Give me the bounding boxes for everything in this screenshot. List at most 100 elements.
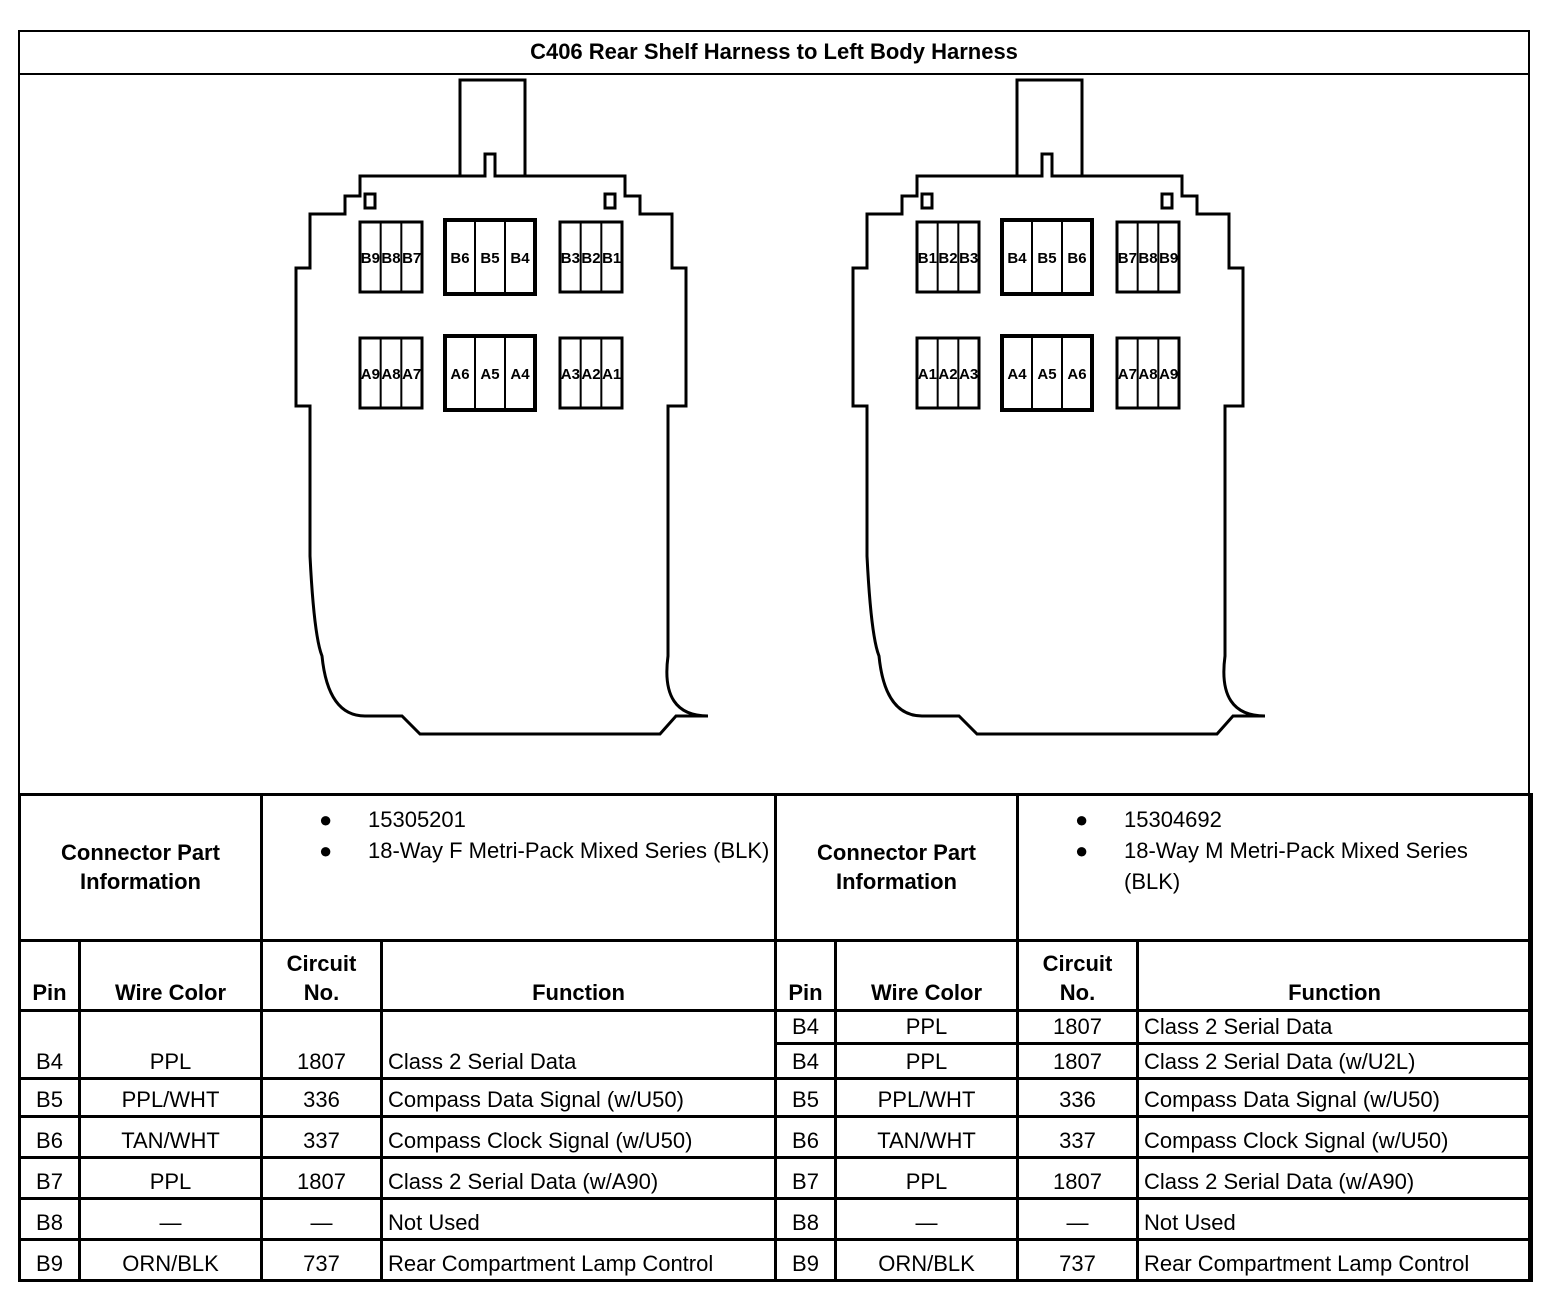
pin-cell: B6 <box>774 1115 837 1159</box>
circuit-cell: 337 <box>1016 1115 1139 1159</box>
pin-label: A3 <box>959 366 978 383</box>
function-cell: Compass Data Signal (w/U50) <box>380 1077 777 1118</box>
pin-cell: B7 <box>18 1156 81 1200</box>
cavity-block <box>1000 218 1094 296</box>
pin-label: B8 <box>381 250 400 267</box>
connector-right-outline <box>851 78 1266 736</box>
pin-label: B1 <box>918 250 937 267</box>
pin-label: B3 <box>561 250 580 267</box>
circuit-cell: 1807 <box>260 1009 383 1080</box>
left-header-circuit: Circuit No. <box>260 939 383 1012</box>
cavity-block <box>1115 220 1181 294</box>
pin-label: A6 <box>450 366 469 383</box>
pin-label: A2 <box>938 366 957 383</box>
pin-label: B6 <box>450 250 469 267</box>
cavity-block <box>1115 336 1181 410</box>
wire-color-cell: — <box>834 1197 1019 1241</box>
pin-label: B3 <box>959 250 978 267</box>
circuit-cell: 737 <box>1016 1238 1139 1282</box>
function-cell: Rear Compartment Lamp Control <box>1136 1238 1533 1282</box>
function-cell: Compass Clock Signal (w/U50) <box>380 1115 777 1159</box>
pin-cell: B8 <box>18 1197 81 1241</box>
pin-label: A8 <box>381 366 400 383</box>
pin-cell: B9 <box>18 1238 81 1282</box>
left-part-description: ●18-Way F Metri-Pack Mixed Series (BLK) <box>319 838 770 863</box>
pin-cell: B6 <box>18 1115 81 1159</box>
wire-color-cell: PPL <box>834 1042 1019 1080</box>
pin-cell: B4 <box>18 1009 81 1080</box>
circuit-cell: 1807 <box>1016 1042 1139 1080</box>
connector-left-outline <box>294 78 709 736</box>
cavity-block <box>443 218 537 296</box>
circuit-cell: 336 <box>260 1077 383 1118</box>
pin-label: B2 <box>938 250 957 267</box>
circuit-cell: 1807 <box>1016 1156 1139 1200</box>
cavity-block <box>1000 334 1094 412</box>
pin-cell: B8 <box>774 1197 837 1241</box>
left-part-info-list: ●15305201 ●18-Way F Metri-Pack Mixed Ser… <box>260 793 777 942</box>
circuit-cell: 737 <box>260 1238 383 1282</box>
cavity-block <box>558 336 624 410</box>
left-part-info-label: Connector Part Information <box>18 793 263 942</box>
right-part-number: ●15304692 <box>1075 807 1222 832</box>
cavity-block <box>443 334 537 412</box>
circuit-cell: — <box>260 1197 383 1241</box>
cavity-block <box>358 336 424 410</box>
pin-cell: B4 <box>774 1009 837 1045</box>
pin-label: A4 <box>1007 366 1027 383</box>
circuit-cell: 1807 <box>260 1156 383 1200</box>
function-cell: Class 2 Serial Data <box>380 1009 777 1080</box>
pin-label: A5 <box>480 366 499 383</box>
right-header-circuit: Circuit No. <box>1016 939 1139 1012</box>
pin-label: A7 <box>1118 366 1137 383</box>
pin-label: A1 <box>602 366 621 383</box>
function-cell: Not Used <box>380 1197 777 1241</box>
pin-label: A3 <box>561 366 580 383</box>
circuit-cell: 336 <box>1016 1077 1139 1118</box>
wire-color-cell: TAN/WHT <box>78 1115 263 1159</box>
wire-color-cell: — <box>78 1197 263 1241</box>
wire-color-cell: PPL <box>834 1156 1019 1200</box>
function-cell: Class 2 Serial Data (w/A90) <box>1136 1156 1533 1200</box>
pin-label: A8 <box>1138 366 1157 383</box>
pin-cell: B5 <box>774 1077 837 1118</box>
left-header-pin: Pin <box>18 939 81 1012</box>
pin-label: B8 <box>1138 250 1157 267</box>
pin-label: A6 <box>1067 366 1086 383</box>
pin-label: B1 <box>602 250 621 267</box>
pin-cell: B7 <box>774 1156 837 1200</box>
right-header-pin: Pin <box>774 939 837 1012</box>
pin-label: A9 <box>1159 366 1178 383</box>
cavity-block <box>358 220 424 294</box>
table-row: B8——Not Used <box>774 1197 1533 1241</box>
pin-cell: B9 <box>774 1238 837 1282</box>
left-header-wire-color: Wire Color <box>78 939 263 1012</box>
left-part-number: ●15305201 <box>319 807 466 832</box>
function-cell: Compass Clock Signal (w/U50) <box>1136 1115 1533 1159</box>
right-header-wire-color: Wire Color <box>834 939 1019 1012</box>
function-cell: Not Used <box>1136 1197 1533 1241</box>
circuit-cell: — <box>1016 1197 1139 1241</box>
right-header-function: Function <box>1136 939 1533 1012</box>
function-cell: Rear Compartment Lamp Control <box>380 1238 777 1282</box>
cavity-block <box>915 336 981 410</box>
circuit-cell: 337 <box>260 1115 383 1159</box>
pin-cell: B4 <box>774 1042 837 1080</box>
pin-label: B4 <box>510 250 530 267</box>
pin-label: B7 <box>402 250 421 267</box>
wire-color-cell: PPL/WHT <box>78 1077 263 1118</box>
